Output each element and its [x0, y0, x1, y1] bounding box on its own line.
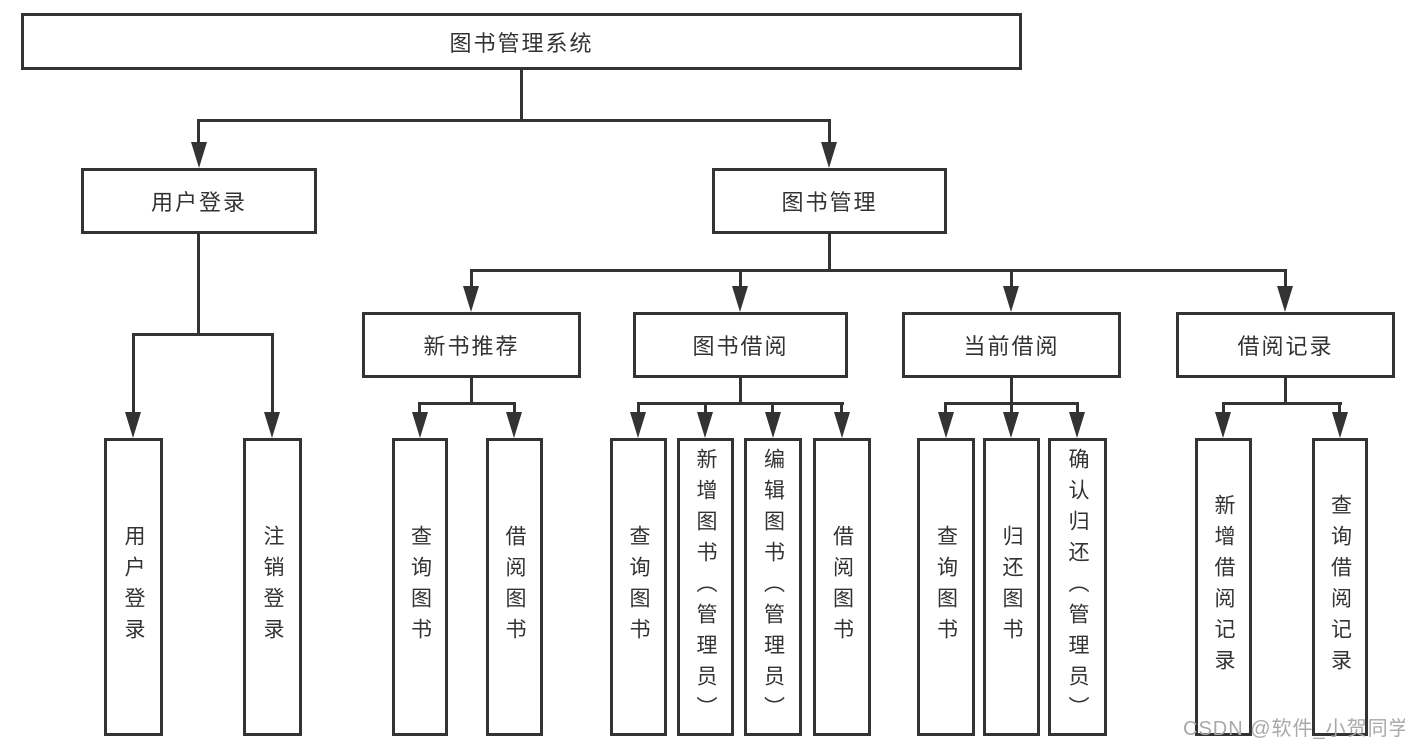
node-current-borrowing-label: 当前借阅	[963, 334, 1060, 359]
node-root: 图书管理系统	[21, 13, 1022, 70]
arrow-down-icon	[834, 412, 850, 438]
leaf-query-borrow-record: 查询借阅记录	[1312, 438, 1368, 736]
connector-line	[828, 119, 831, 145]
connector-line	[418, 402, 421, 415]
connector-line	[1076, 402, 1079, 415]
leaf-borrow-books-recommend: 借阅图书	[486, 438, 543, 736]
arrow-down-icon	[938, 412, 954, 438]
arrow-down-icon	[191, 142, 207, 168]
leaf-query-books-current: 查询图书	[917, 438, 975, 736]
arrow-down-icon	[1003, 412, 1019, 438]
connector-line	[739, 269, 742, 289]
node-borrowing-records: 借阅记录	[1176, 312, 1395, 378]
leaf-borrow-books-borrowing: 借阅图书	[813, 438, 871, 736]
connector-line	[271, 333, 274, 415]
connector-line	[470, 378, 473, 405]
connector-line	[704, 402, 707, 415]
connector-line	[418, 402, 516, 405]
arrow-down-icon	[463, 286, 479, 312]
connector-line	[739, 378, 742, 405]
arrow-down-icon	[1003, 286, 1019, 312]
node-new-book-recommend-label: 新书推荐	[423, 334, 520, 359]
node-book-borrowing: 图书借阅	[633, 312, 848, 378]
arrow-down-icon	[765, 412, 781, 438]
leaf-add-borrow-record: 新增借阅记录	[1195, 438, 1252, 736]
connector-line	[197, 119, 200, 145]
connector-line	[513, 402, 516, 415]
connector-line	[840, 402, 843, 415]
node-current-borrowing: 当前借阅	[902, 312, 1121, 378]
connector-line	[771, 402, 774, 415]
node-borrowing-records-label: 借阅记录	[1237, 334, 1334, 359]
connector-line	[1222, 402, 1225, 415]
arrow-down-icon	[1069, 412, 1085, 438]
connector-line	[1284, 378, 1287, 405]
connector-line	[470, 269, 473, 289]
arrow-down-icon	[732, 286, 748, 312]
leaf-user-login-label: 用户登录	[122, 525, 146, 649]
arrow-down-icon	[412, 412, 428, 438]
connector-line	[197, 234, 200, 336]
arrow-down-icon	[630, 412, 646, 438]
connector-line	[1010, 402, 1013, 415]
leaf-query-books-borrowing: 查询图书	[610, 438, 667, 736]
leaf-query-books-current-label: 查询图书	[934, 525, 958, 649]
leaf-add-books-admin: 新增图书（管理员）	[677, 438, 734, 736]
arrow-down-icon	[1215, 412, 1231, 438]
connector-line	[637, 402, 844, 405]
leaf-add-books-admin-label: 新增图书（管理员）	[694, 447, 718, 727]
leaf-logout: 注销登录	[243, 438, 302, 736]
connector-line	[1010, 378, 1013, 405]
leaf-query-books-borrowing-label: 查询图书	[627, 525, 651, 649]
leaf-logout-label: 注销登录	[261, 525, 285, 649]
leaf-query-books-recommend: 查询图书	[392, 438, 448, 736]
node-book-borrowing-label: 图书借阅	[692, 334, 789, 359]
connector-line	[944, 402, 947, 415]
leaf-query-books-recommend-label: 查询图书	[408, 525, 432, 649]
connector-line	[828, 234, 831, 272]
node-book-management-label: 图书管理	[781, 190, 878, 215]
connector-line	[637, 402, 640, 415]
leaf-confirm-return-admin-label: 确认归还（管理员）	[1066, 447, 1090, 727]
node-user-login: 用户登录	[81, 168, 317, 234]
leaf-borrow-books-borrowing-label: 借阅图书	[830, 525, 854, 649]
leaf-edit-books-admin: 编辑图书（管理员）	[744, 438, 802, 736]
leaf-confirm-return-admin: 确认归还（管理员）	[1048, 438, 1107, 736]
leaf-user-login: 用户登录	[104, 438, 163, 736]
connector-line	[520, 69, 523, 120]
leaf-return-books-label: 归还图书	[1000, 525, 1024, 649]
node-user-login-label: 用户登录	[150, 190, 247, 215]
connector-line	[470, 269, 1287, 272]
csdn-watermark: CSDN @软件_小贺同学	[1183, 718, 1405, 740]
connector-line	[132, 333, 135, 415]
arrow-down-icon	[264, 412, 280, 438]
leaf-return-books: 归还图书	[983, 438, 1040, 736]
leaf-borrow-books-recommend-label: 借阅图书	[503, 525, 527, 649]
node-root-label: 图书管理系统	[449, 30, 594, 56]
leaf-query-borrow-record-label: 查询借阅记录	[1328, 494, 1352, 680]
node-book-management: 图书管理	[712, 168, 947, 234]
connector-line	[132, 333, 274, 336]
arrow-down-icon	[697, 412, 713, 438]
arrow-down-icon	[821, 142, 837, 168]
arrow-down-icon	[1332, 412, 1348, 438]
connector-line	[1338, 402, 1341, 415]
connector-line	[1284, 269, 1287, 289]
leaf-edit-books-admin-label: 编辑图书（管理员）	[761, 447, 785, 727]
arrow-down-icon	[125, 412, 141, 438]
connector-line	[197, 119, 831, 122]
connector-line	[1222, 402, 1342, 405]
arrow-down-icon	[506, 412, 522, 438]
leaf-add-borrow-record-label: 新增借阅记录	[1212, 494, 1236, 680]
arrow-down-icon	[1277, 286, 1293, 312]
connector-line	[1010, 269, 1013, 289]
node-new-book-recommend: 新书推荐	[362, 312, 581, 378]
